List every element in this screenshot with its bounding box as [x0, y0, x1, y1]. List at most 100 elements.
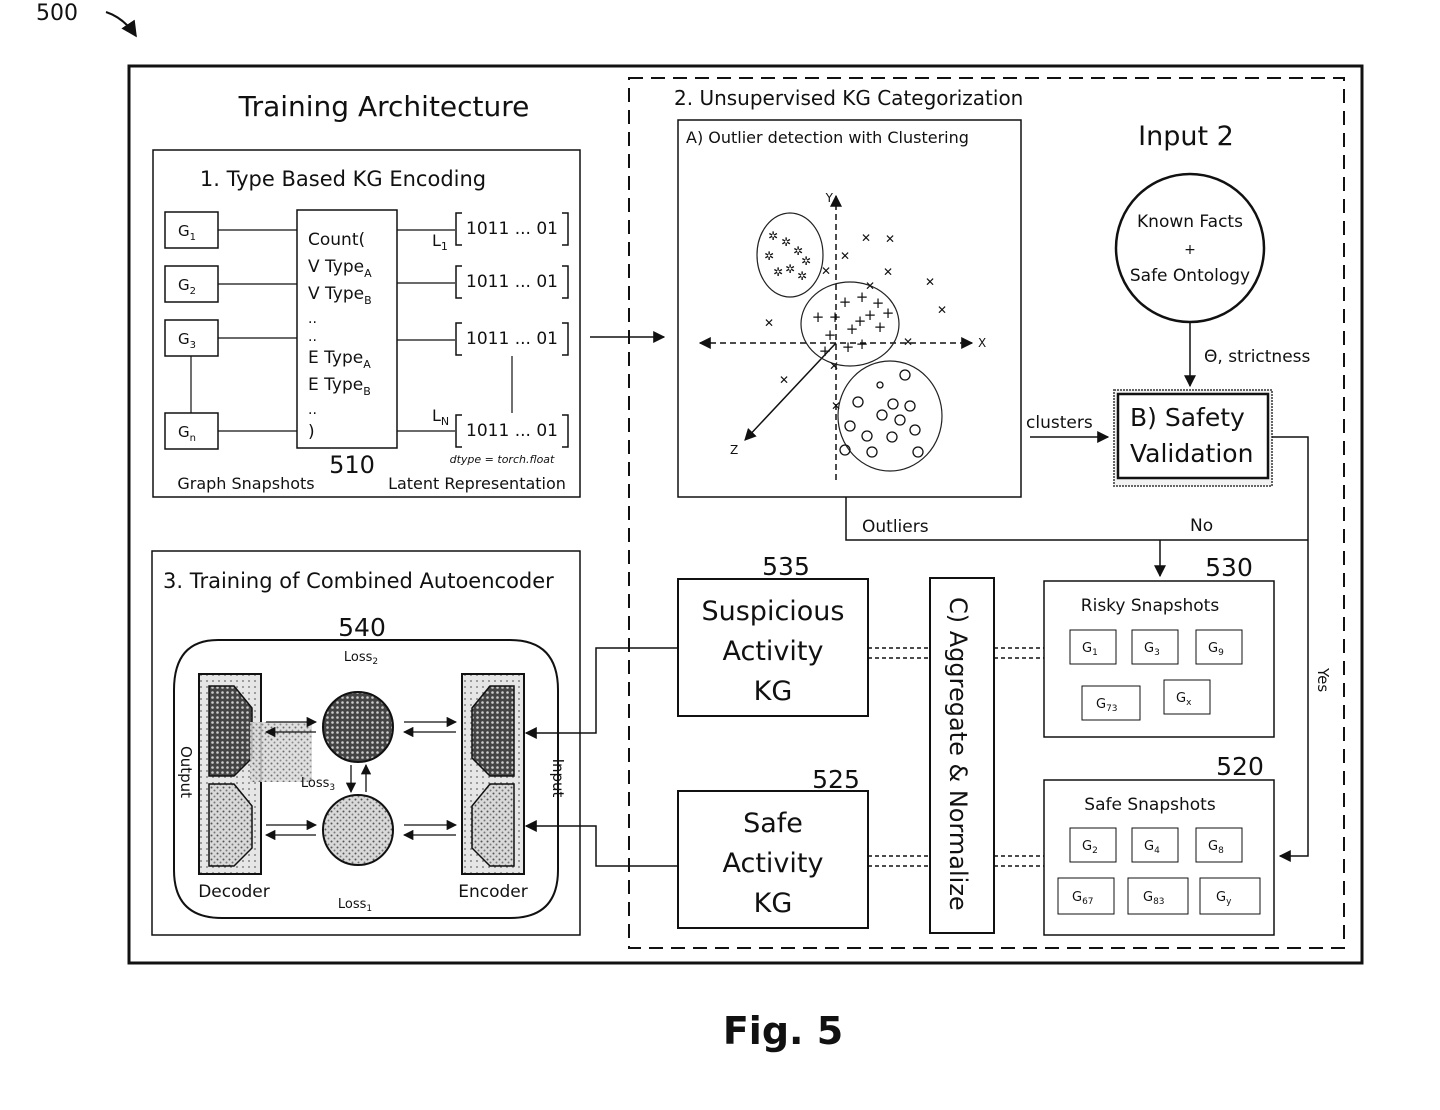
risky-item-5 — [1164, 680, 1210, 714]
strictness-label: Θ, strictness — [1204, 347, 1311, 367]
aggregate-normalize-label: C) Aggregate & Normalize — [944, 597, 972, 911]
input2-title: Input 2 — [1138, 121, 1234, 152]
clusters-label: clusters — [1026, 413, 1093, 433]
graph-snapshots-caption: Graph Snapshots — [177, 474, 314, 493]
svg-text:✕: ✕ — [885, 232, 895, 246]
latent-vector-3: 1011 ... 01 — [466, 329, 558, 349]
safe-item-2 — [1132, 828, 1178, 862]
svg-text:✲: ✲ — [773, 265, 783, 279]
autoencoder-ref: 540 — [338, 613, 386, 642]
figure-ref-arrow — [106, 12, 136, 36]
architecture-title: Training Architecture — [238, 90, 530, 123]
loss3-shaded-area — [250, 722, 312, 782]
risky-snapshots-title: Risky Snapshots — [1081, 596, 1220, 616]
safe-kg-line3: KG — [754, 888, 793, 919]
x-axis-label: X — [978, 336, 986, 350]
svg-text:✕: ✕ — [764, 316, 774, 330]
input-label: Input — [549, 759, 567, 798]
svg-text:✕: ✕ — [821, 264, 831, 278]
latent-representation-caption: Latent Representation — [388, 474, 566, 493]
safe-item-1 — [1070, 828, 1116, 862]
safe-item-5 — [1128, 878, 1188, 914]
svg-text:✲: ✲ — [768, 229, 778, 243]
graph-snapshot-boxes: G1 G2 G3 Gn — [165, 212, 218, 449]
count-line-8: .. — [308, 402, 317, 418]
safe-ref: 520 — [1216, 752, 1264, 781]
l1-label: L1 — [432, 231, 448, 253]
safe-item-6 — [1200, 878, 1260, 914]
z-axis-label: Z — [730, 443, 738, 457]
safe-item-4 — [1058, 878, 1114, 914]
svg-text:+: + — [856, 335, 869, 353]
svg-text:+: + — [842, 338, 855, 356]
safe-kg-line2: Activity — [723, 848, 824, 879]
loss1-label: Loss1 — [338, 897, 372, 914]
figure-ref-label: 500 — [36, 1, 78, 26]
count-line-9: ) — [308, 422, 315, 442]
svg-text:✲: ✲ — [781, 235, 791, 249]
dtype-note: dtype = torch.float — [450, 453, 555, 466]
svg-text:✲: ✲ — [801, 254, 811, 268]
svg-text:✕: ✕ — [925, 275, 935, 289]
yes-label: Yes — [1314, 667, 1332, 692]
svg-text:✕: ✕ — [831, 399, 841, 413]
count-line-2: V TypeA — [308, 257, 372, 280]
latent-vector-1: 1011 ... 01 — [466, 219, 558, 239]
yes-path-arrow — [1272, 437, 1308, 856]
risky-item-3 — [1196, 630, 1242, 664]
svg-text:+: + — [829, 308, 842, 326]
svg-text:✲: ✲ — [764, 249, 774, 263]
count-line-6: E TypeA — [308, 348, 371, 371]
outlier-detection-title: A) Outlier detection with Clustering — [686, 128, 969, 147]
risky-item-4 — [1082, 686, 1140, 720]
safe-snapshots-title: Safe Snapshots — [1084, 795, 1216, 815]
outliers-label: Outliers — [862, 517, 929, 537]
svg-text:✕: ✕ — [829, 359, 839, 373]
suspicious-input-arrow — [526, 648, 678, 733]
figure-caption: Fig. 5 — [723, 1009, 843, 1053]
suspicious-kg-ref: 535 — [762, 552, 810, 581]
latent-vector-n: 1011 ... 01 — [466, 421, 558, 441]
count-line-1: Count( — [308, 230, 365, 250]
loss3-label: Loss3 — [301, 776, 335, 793]
count-line-4: .. — [308, 311, 317, 327]
svg-text:+: + — [812, 308, 825, 326]
count-line-7: E TypeB — [308, 375, 371, 398]
svg-text:+: + — [819, 342, 832, 360]
encoder-label: Encoder — [458, 882, 528, 902]
encoder-top-block — [472, 686, 514, 776]
suspicious-kg-line3: KG — [754, 676, 793, 707]
svg-text:✕: ✕ — [883, 265, 893, 279]
svg-text:+: + — [854, 312, 867, 330]
safety-validation-line1: B) Safety — [1130, 403, 1245, 432]
safe-item-3 — [1196, 828, 1242, 862]
output-label: Output — [177, 746, 195, 798]
known-facts-label: Known Facts — [1137, 212, 1243, 232]
svg-text:✕: ✕ — [865, 279, 875, 293]
no-label: No — [1190, 516, 1213, 536]
decoder-label: Decoder — [198, 882, 270, 902]
svg-text:✲: ✲ — [785, 262, 795, 276]
plus-label: + — [1184, 242, 1196, 258]
loss2-label: Loss2 — [344, 650, 378, 667]
decoder-top-block — [209, 686, 252, 776]
safe-kg-ref: 525 — [812, 765, 860, 794]
svg-text:✕: ✕ — [840, 249, 850, 263]
latent-sphere-safe — [323, 795, 393, 865]
safe-ontology-label: Safe Ontology — [1130, 266, 1250, 286]
svg-text:✕: ✕ — [779, 373, 789, 387]
svg-text:✕: ✕ — [937, 303, 947, 317]
risky-item-2 — [1132, 630, 1178, 664]
svg-text:✕: ✕ — [861, 231, 871, 245]
categorization-title: 2. Unsupervised KG Categorization — [674, 86, 1023, 110]
count-line-5: .. — [308, 329, 317, 345]
risky-ref: 530 — [1205, 553, 1253, 582]
risky-item-1 — [1070, 630, 1116, 664]
ln-label: LN — [432, 406, 449, 428]
latent-sphere-suspicious — [323, 692, 393, 762]
svg-text:+: + — [874, 318, 887, 336]
suspicious-kg-line1: Suspicious — [701, 596, 844, 627]
svg-text:✕: ✕ — [903, 335, 913, 349]
autoencoder-title: 3. Training of Combined Autoencoder — [163, 569, 554, 593]
